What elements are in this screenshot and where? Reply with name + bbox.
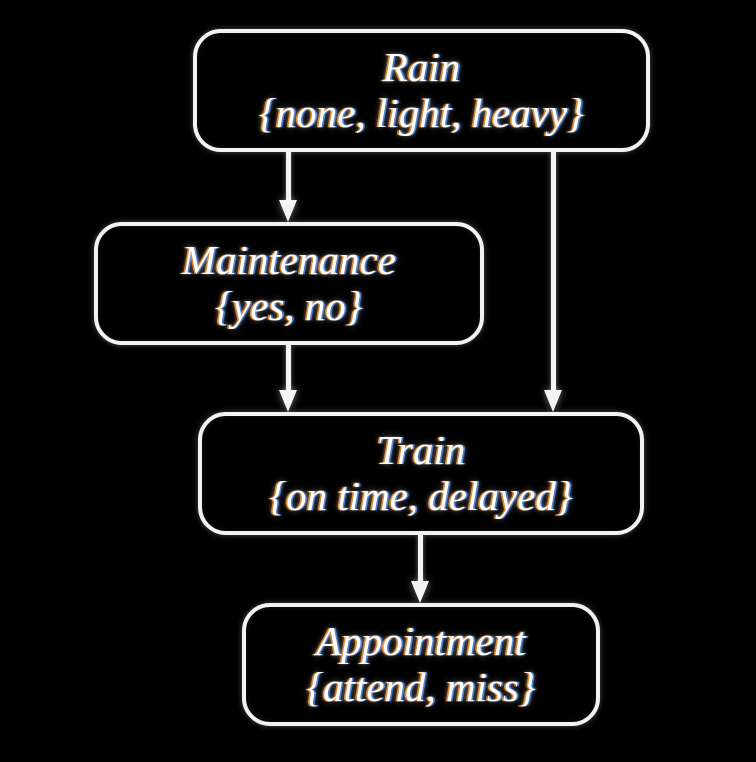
edge-line xyxy=(286,345,291,392)
node-maintenance-states: {yes, no} xyxy=(215,283,363,329)
down-arrow-icon xyxy=(279,200,297,222)
node-train[interactable]: Train {on time, delayed} xyxy=(198,412,644,535)
node-rain[interactable]: Rain {none, light, heavy} xyxy=(193,29,650,152)
node-maintenance-label: Maintenance xyxy=(181,237,397,284)
node-rain-label: Rain xyxy=(382,44,461,91)
edge-line xyxy=(418,535,423,583)
node-rain-states: {none, light, heavy} xyxy=(259,90,584,136)
down-arrow-icon xyxy=(411,581,429,603)
down-arrow-icon xyxy=(279,390,297,412)
down-arrow-icon xyxy=(544,390,562,412)
node-appointment-states: {attend, miss} xyxy=(306,664,536,710)
node-train-label: Train xyxy=(376,427,466,474)
node-train-states: {on time, delayed} xyxy=(269,473,573,519)
node-appointment[interactable]: Appointment {attend, miss} xyxy=(242,603,600,726)
edge-line xyxy=(551,152,556,392)
node-maintenance[interactable]: Maintenance {yes, no} xyxy=(94,222,484,345)
edge-line xyxy=(286,152,291,202)
node-appointment-label: Appointment xyxy=(316,618,526,665)
